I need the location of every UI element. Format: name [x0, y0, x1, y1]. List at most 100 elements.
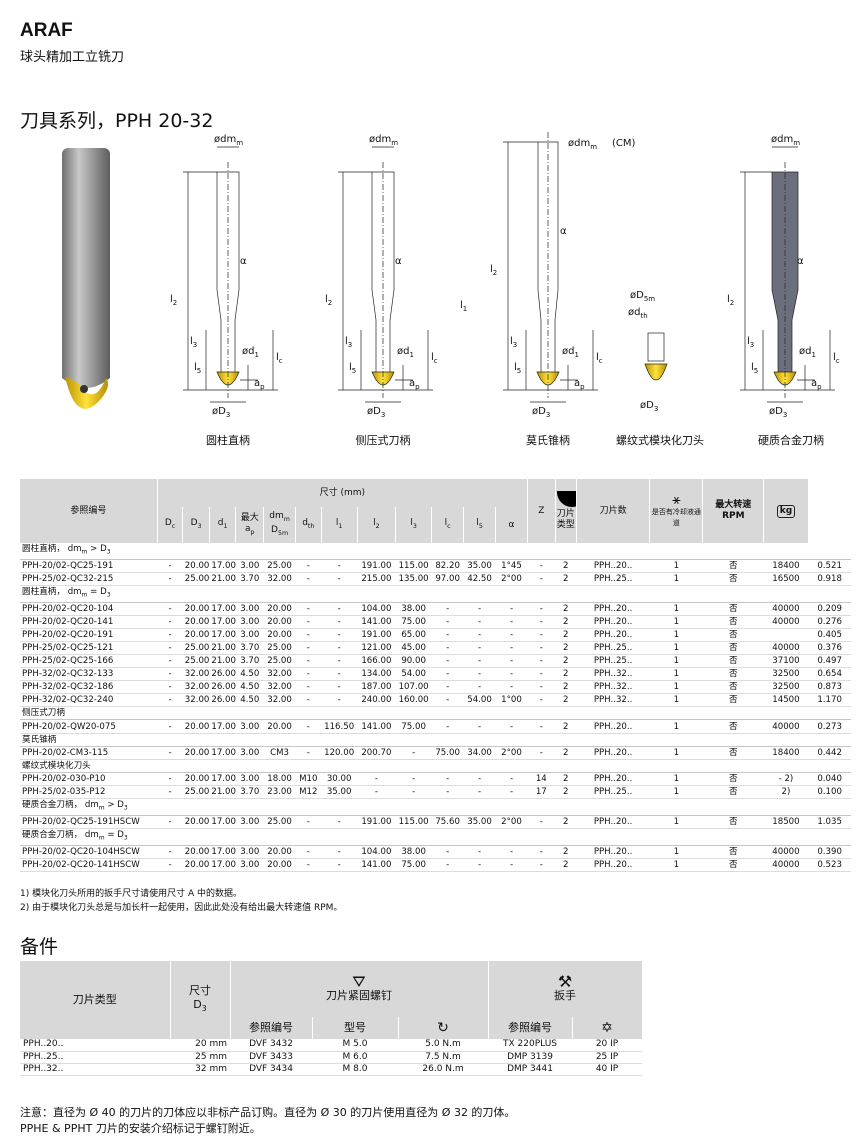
cell: - [295, 615, 322, 629]
insert-1 [216, 371, 240, 386]
cell: 1 [649, 785, 703, 800]
cell: 54.00 [395, 667, 432, 682]
col-insert-count: 刀片数 [576, 479, 651, 543]
cell: PPH-20/02-CM3-115 [20, 746, 158, 760]
lbl-D5m: øD5m [630, 290, 655, 303]
cell: - [295, 858, 322, 872]
cell: - [157, 602, 183, 616]
cell: - [495, 615, 528, 629]
cell: 2 [555, 641, 577, 656]
cell: 17.00 [209, 845, 236, 859]
cell: 否 [702, 641, 764, 656]
cell: 35.00 [321, 785, 358, 800]
weight-icon: kg [776, 504, 796, 518]
cell: 26.00 [209, 693, 236, 708]
cell: 25.00 [182, 785, 210, 800]
cell: - [395, 746, 432, 760]
col-insert-type: 刀片类型 [555, 479, 587, 543]
cell: 17.00 [209, 858, 236, 872]
cell: 否 [702, 693, 764, 708]
lbl-dmm-5: ødmm [771, 134, 800, 147]
cell: 20.00 [263, 615, 296, 629]
cell: PPH..20.. [576, 845, 650, 859]
cell: PPH-20/02-QC25-191 [20, 559, 158, 573]
cell: 37100 [763, 654, 809, 669]
cell: PPH..25.. [20, 1051, 170, 1064]
cell: 20.00 [182, 559, 210, 573]
cell: 32.00 [182, 680, 210, 695]
cell: 否 [702, 559, 764, 573]
cell: - [295, 572, 322, 586]
cell: PPH..32.. [576, 693, 650, 708]
cell: 0.040 [808, 772, 851, 786]
lbl-l3-5: l3 [747, 336, 754, 349]
group-row: 螺纹式模块化刀头 [20, 759, 851, 773]
cell: - [495, 858, 528, 872]
cell: 21.00 [209, 654, 236, 669]
cell: 17.00 [209, 719, 236, 734]
cell: 1°45 [495, 559, 528, 573]
lbl-d1-2: ød1 [397, 346, 414, 359]
cell: - [431, 772, 464, 786]
cell: 45.00 [395, 641, 432, 656]
cell: 90.00 [395, 654, 432, 669]
cell: 20.00 [182, 772, 210, 786]
cell: 116.50 [321, 719, 358, 734]
cell: - [321, 602, 358, 616]
cell: - [321, 654, 358, 669]
lbl-l5-1: l5 [194, 362, 201, 375]
lbl-l5-3: l5 [514, 362, 521, 375]
cell: - [431, 602, 464, 616]
cell: 2 [555, 654, 577, 669]
cell: - [463, 772, 496, 786]
cell: 2 [555, 772, 577, 786]
cell: 17.00 [209, 602, 236, 616]
cell: 75.00 [431, 746, 464, 760]
cell: CM3 [263, 746, 296, 760]
cell: 3.00 [235, 845, 264, 859]
cell: 1 [649, 641, 703, 656]
cell: PPH..20.. [576, 602, 650, 616]
cell: PPH-20/02-QC20-191 [20, 628, 158, 642]
lbl-D3-2: øD3 [367, 406, 385, 419]
cell: - [157, 693, 183, 708]
cell: 32.00 [263, 693, 296, 708]
cell: 0.376 [808, 641, 851, 656]
cell: - [527, 693, 556, 708]
cell: - [295, 602, 322, 616]
cell: 23.00 [263, 785, 296, 800]
cell: PPH..32.. [576, 680, 650, 695]
caption-morse: 莫氏锥柄 [526, 434, 570, 447]
lbl-l2-3: l2 [490, 264, 497, 277]
lbl-l5-5: l5 [751, 362, 758, 375]
cell: - [431, 845, 464, 859]
cell: - [527, 680, 556, 695]
cell: - [357, 785, 396, 800]
cell: 1°00 [495, 693, 528, 708]
cell: - [157, 680, 183, 695]
cell: PPH-20/02-QC20-141 [20, 615, 158, 629]
cell: - [495, 654, 528, 669]
cell: 40 IP [572, 1063, 643, 1076]
cell: M 6.0 [312, 1051, 398, 1064]
cell: - [463, 654, 496, 669]
cell: 14500 [763, 693, 809, 708]
insert-2 [371, 371, 395, 386]
cell: 32.00 [182, 693, 210, 708]
cell: 0.918 [808, 572, 851, 586]
cell: PPH..20.. [576, 772, 650, 786]
cell: 20 IP [572, 1039, 643, 1052]
group-row: 圆柱直柄， dmm > D3 [20, 543, 851, 560]
torque-header: ↻ [398, 1017, 489, 1039]
cell: 115.00 [395, 559, 432, 573]
cell: - [157, 615, 183, 629]
cell: - [527, 845, 556, 859]
cell: - [157, 641, 183, 656]
cell: 17.00 [209, 559, 236, 573]
cell: 否 [702, 602, 764, 616]
cell: - [157, 845, 183, 859]
cell: PPH-32/02-QC32-133 [20, 667, 158, 682]
